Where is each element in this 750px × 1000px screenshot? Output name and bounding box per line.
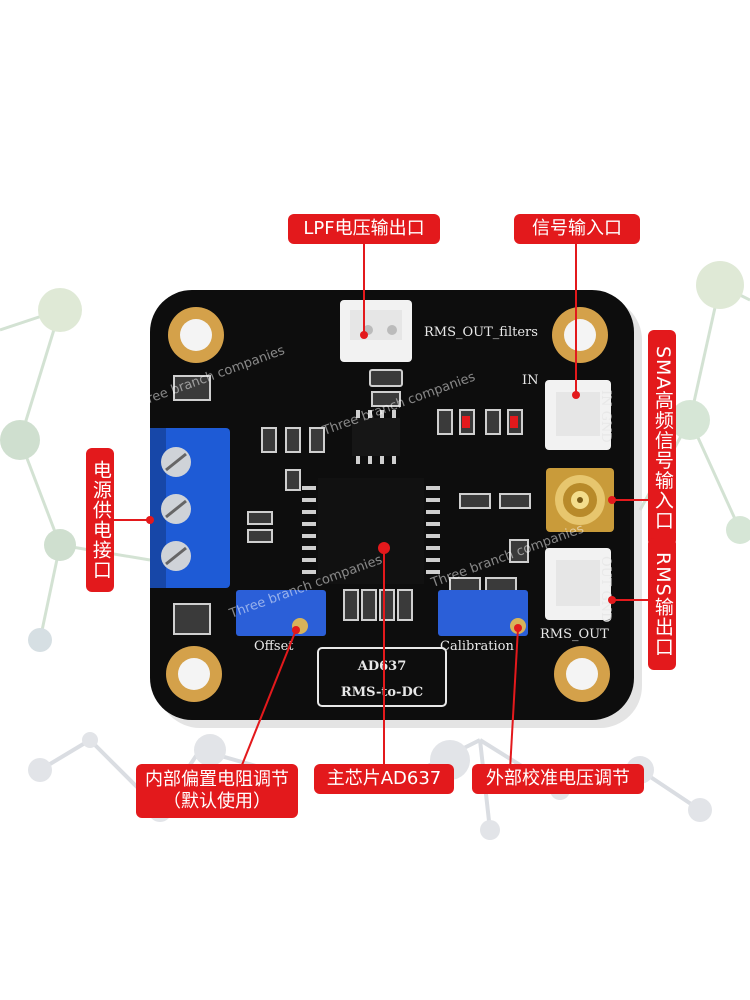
label-main-chip: 主芯片AD637 — [314, 764, 454, 794]
silk-p4-pins: OUT GND — [598, 556, 613, 623]
silk-offset: Offset — [254, 639, 294, 654]
silk-p1: RMS_OUT_filters — [424, 325, 538, 340]
molecule-nodes — [0, 261, 750, 652]
silk-in: IN — [522, 373, 539, 388]
silk-calibration: Calibration — [440, 639, 515, 654]
label-offset-line2: （默认使用） — [163, 791, 271, 812]
mounting-hole-icon — [166, 307, 610, 702]
label-rms-output: RMS输出口 — [648, 538, 676, 670]
connector-p4 — [545, 548, 611, 620]
label-offset-adjust: 内部偏置电阻调节 （默认使用） — [136, 764, 298, 818]
label-signal-input: 信号输入口 — [514, 214, 640, 244]
label-lpf-output: LPF电压输出口 — [288, 214, 440, 244]
connector-p1 — [340, 300, 412, 362]
silk-rms-out: RMS_OUT — [540, 627, 609, 642]
board-subtitle: RMS-to-DC — [341, 685, 423, 700]
chip-u1 — [352, 410, 400, 464]
sma-connector-icon — [546, 468, 614, 532]
screw-terminal — [150, 428, 230, 588]
label-power-port: 电源供电接口 — [86, 448, 114, 592]
label-sma-input: SMA高频信号输入口 — [648, 330, 676, 546]
connector-in — [545, 380, 611, 450]
label-calibration: 外部校准电压调节 — [472, 764, 644, 794]
label-offset-line1: 内部偏置电阻调节 — [145, 768, 289, 790]
board-title: AD637 — [357, 659, 407, 674]
chip-u2 — [302, 478, 440, 584]
silk-in-pins: IN GND — [598, 390, 613, 443]
led-indicators — [462, 416, 518, 428]
title-box — [317, 647, 447, 707]
